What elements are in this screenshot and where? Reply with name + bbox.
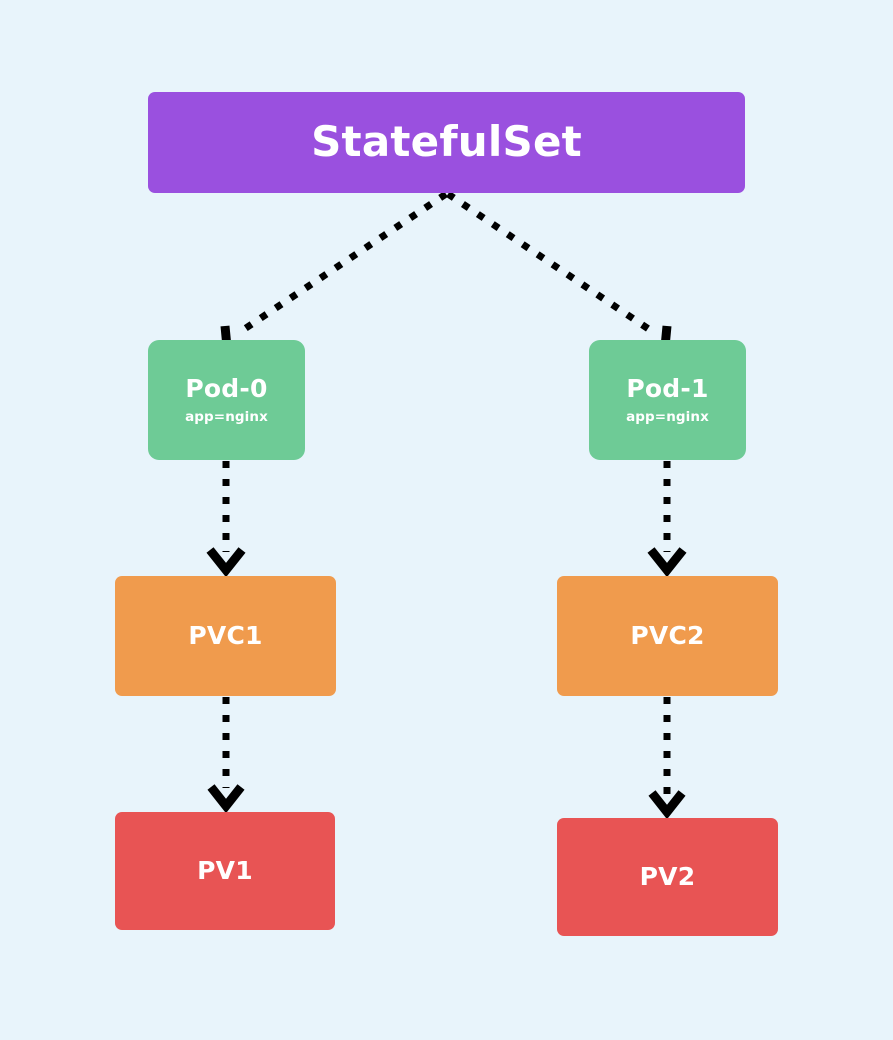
node-pv2-label: PV2	[639, 861, 696, 891]
arrowhead-icon	[648, 790, 686, 820]
edge-pod-0-to-pvc1	[206, 461, 246, 578]
node-pod-0-label: Pod-0	[185, 374, 268, 404]
edge-pvc1-to-pv1	[207, 697, 245, 814]
node-pvc2[interactable]: PVC2	[557, 576, 778, 696]
node-pv1-label: PV1	[197, 855, 253, 885]
node-statefulset-label: StatefulSet	[311, 117, 582, 167]
arrowhead-icon	[647, 547, 687, 578]
node-pod-1-sublabel: app=nginx	[626, 408, 709, 425]
node-pvc2-label: PVC2	[630, 620, 705, 650]
node-pv2[interactable]: PV2	[557, 818, 778, 936]
node-pv1[interactable]: PV1	[115, 812, 335, 930]
node-pod-0[interactable]: Pod-0 app=nginx	[148, 340, 305, 460]
edge-pvc2-to-pv2	[648, 697, 686, 820]
edge-pod-1-to-pvc2	[647, 461, 687, 578]
arrowhead-icon	[207, 784, 245, 814]
edge-statefulset-to-pod-0	[220, 191, 448, 356]
node-pvc1[interactable]: PVC1	[115, 576, 336, 696]
node-pod-0-sublabel: app=nginx	[185, 408, 268, 425]
arrowhead-icon	[206, 547, 246, 578]
node-pod-1-label: Pod-1	[626, 374, 709, 404]
edge-statefulset-to-pod-1	[446, 191, 672, 356]
node-pvc1-label: PVC1	[188, 620, 263, 650]
node-statefulset[interactable]: StatefulSet	[148, 92, 745, 193]
node-pod-1[interactable]: Pod-1 app=nginx	[589, 340, 746, 460]
